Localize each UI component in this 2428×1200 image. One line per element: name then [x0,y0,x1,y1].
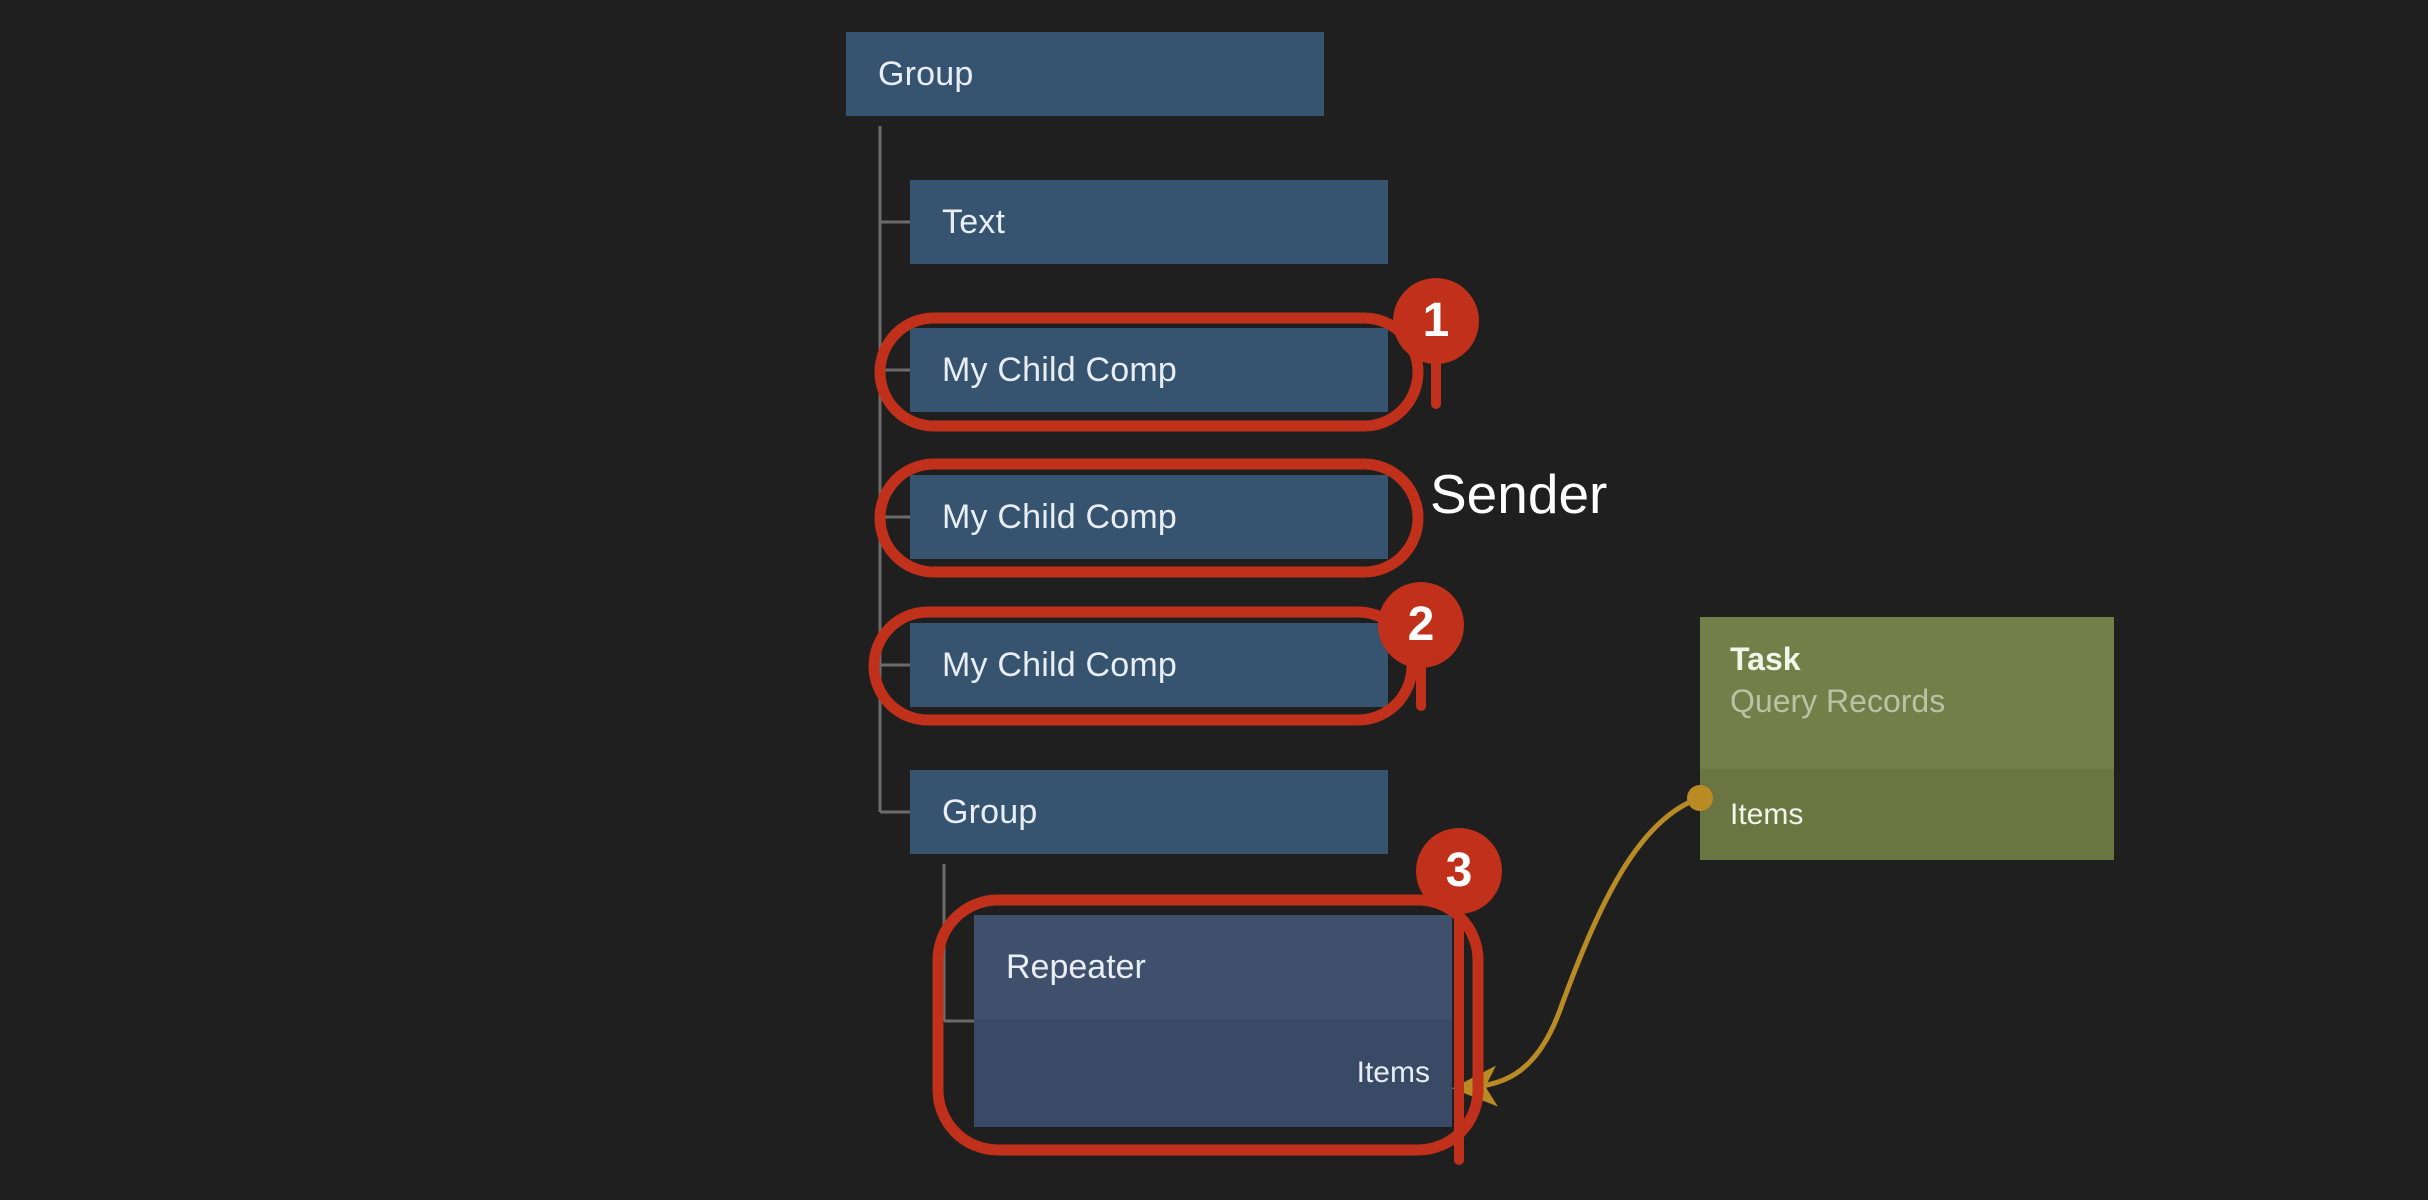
sender-caption: Sender [1430,463,1608,525]
annotation-badge-3-number: 3 [1445,844,1473,897]
annotation-badge-1-number: 1 [1422,294,1450,347]
node-label: My Child Comp [942,498,1177,536]
tree-node-repeater[interactable]: Repeater Items [974,915,1452,1127]
task-card-header: Task Query Records [1700,617,2114,769]
node-label: My Child Comp [942,646,1177,684]
repeater-items-port-row[interactable]: Items [974,1019,1452,1127]
tree-node-my-child-comp-3[interactable]: My Child Comp [910,623,1388,707]
task-card-subtitle: Query Records [1730,683,1946,719]
task-card-title: Task [1730,641,1801,677]
binding-curve-task-items-to-repeater-items [1452,795,1701,1107]
repeater-items-port-label: Items [1356,1056,1430,1089]
annotation-badge-1[interactable]: 1 [1393,278,1479,364]
node-label: My Child Comp [942,351,1177,389]
tree-node-my-child-comp-2[interactable]: My Child Comp [910,475,1388,559]
tree-node-group-root[interactable]: Group [846,32,1324,116]
node-label: Group [942,793,1038,831]
task-items-port-row[interactable]: Items [1700,769,2114,860]
node-label: Group [878,55,974,93]
annotation-badge-3[interactable]: 3 [1416,828,1502,914]
annotation-badge-2[interactable]: 2 [1378,582,1464,668]
tree-node-my-child-comp-1[interactable]: My Child Comp [910,328,1388,412]
task-items-port-label: Items [1730,797,1804,831]
node-label: Text [942,203,1006,241]
annotation-badge-2-number: 2 [1407,598,1435,651]
node-label: Repeater [1006,947,1146,986]
task-card[interactable]: Task Query Records Items [1700,617,2114,860]
repeater-header[interactable]: Repeater [974,915,1452,1019]
tree-node-group-sub[interactable]: Group [910,770,1388,854]
tree-node-text[interactable]: Text [910,180,1388,264]
